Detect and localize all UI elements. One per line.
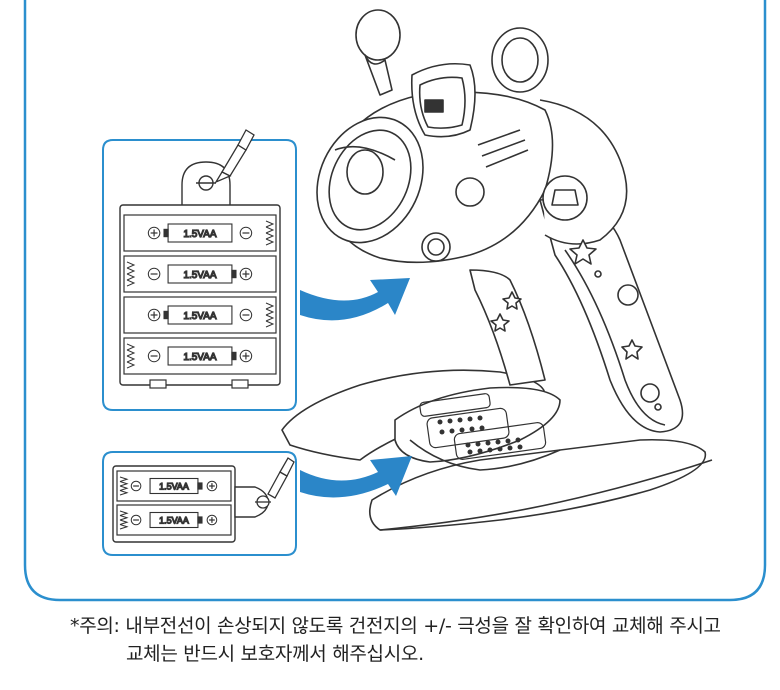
battery-cell: 1.5VAA	[123, 337, 277, 375]
battery-label: 1.5VAA	[183, 311, 216, 322]
toy-driving-console-illustration	[281, 9, 713, 531]
battery-label: 1.5VAA	[183, 229, 216, 240]
battery-panel-small: 1.5VAA 1.5VAA	[102, 451, 297, 556]
screwdriver-icon	[267, 457, 295, 499]
screwdriver-icon	[214, 129, 255, 184]
battery-label: 1.5VAA	[159, 515, 189, 525]
battery-cell: 1.5VAA	[116, 504, 232, 536]
caution-line-1: *주의: 내부전선이 손상되지 않도록 건전지의 +/- 극성을 잘 확인하여 …	[70, 615, 721, 637]
outer-frame	[23, 0, 767, 602]
battery-label: 1.5VAA	[183, 270, 216, 281]
battery-panel-large: 1.5VAA 1.5VAA 1.5VAA 1.5VAA	[102, 129, 297, 411]
arrow-icon	[300, 278, 410, 321]
battery-label: 1.5VAA	[159, 481, 189, 491]
battery-cell: 1.5VAA	[116, 470, 232, 502]
arrow-icon	[300, 456, 412, 498]
battery-cell: 1.5VAA	[123, 214, 277, 252]
battery-cell: 1.5VAA	[123, 296, 277, 334]
caution-line-2: 교체는 반드시 보호자께서 해주십시오.	[126, 643, 424, 665]
battery-label: 1.5VAA	[183, 352, 216, 363]
battery-cell: 1.5VAA	[123, 255, 277, 293]
